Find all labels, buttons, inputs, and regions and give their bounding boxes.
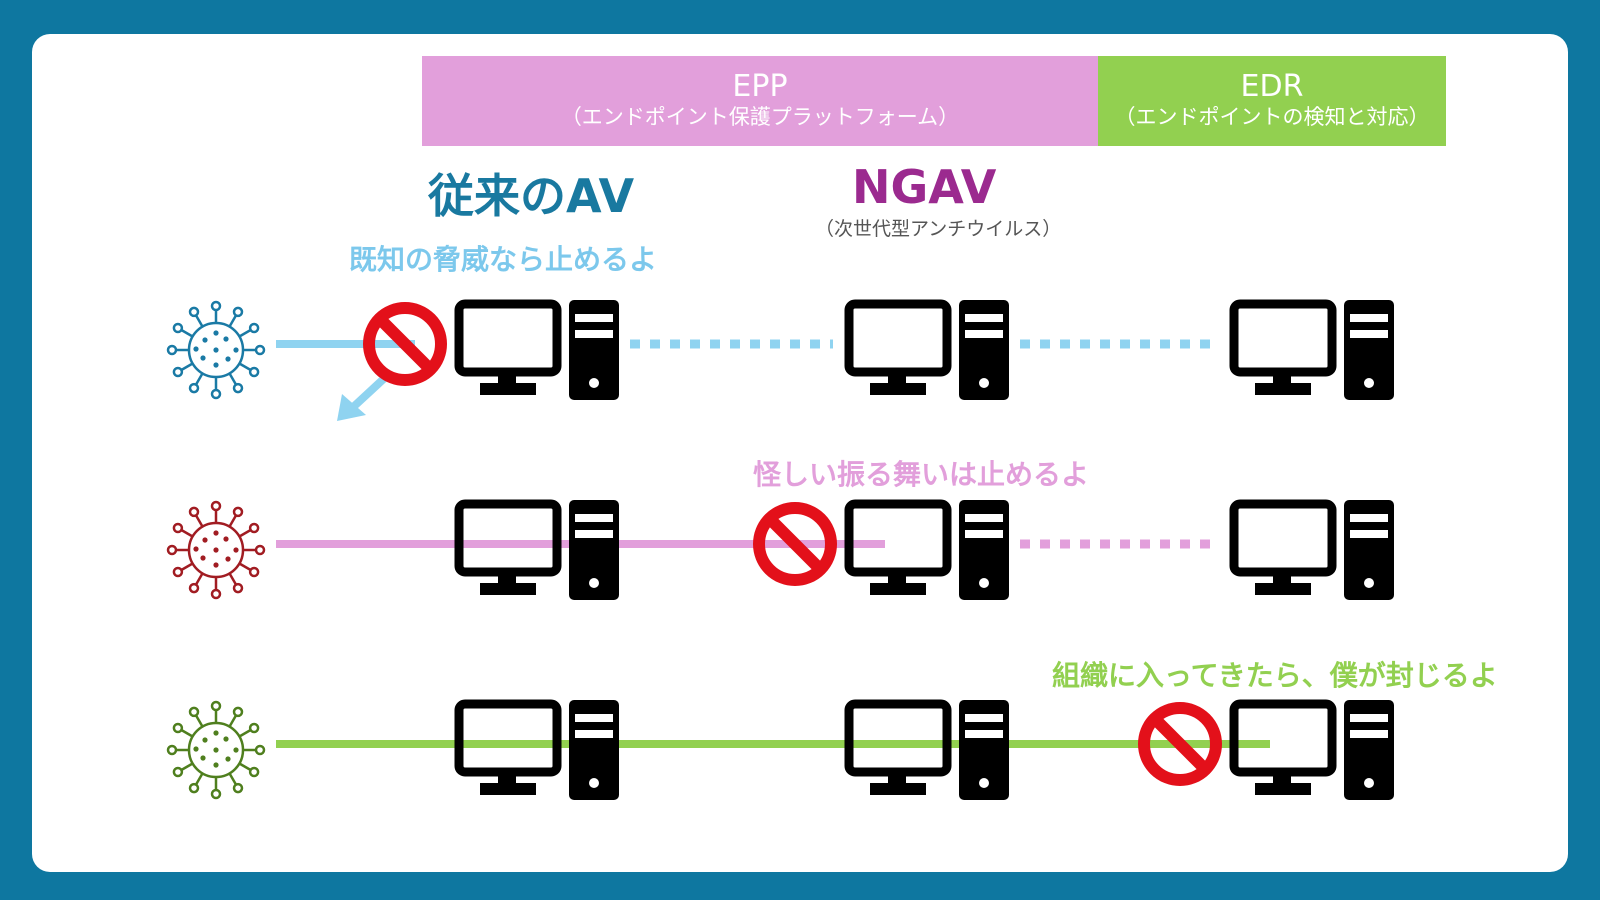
computer-icon [1229, 499, 1394, 600]
virus-icon [166, 500, 266, 600]
computer-icon [844, 699, 1009, 800]
edr-message: 組織に入ってきたら、僕が封じるよ [1052, 659, 1498, 692]
computer-icon [844, 299, 1009, 400]
prohibited-icon [1138, 702, 1222, 786]
av-message: 既知の脅威なら止めるよ [349, 243, 658, 276]
ngav-column-subtitle: （次世代型アンチウイルス） [815, 218, 1062, 240]
ngav-column-title: NGAV [852, 160, 997, 214]
edr-header-band: EDR （エンドポイントの検知と対応） [1098, 56, 1446, 146]
edr-subtitle: （エンドポイントの検知と対応） [1114, 105, 1430, 129]
computer-icon [1229, 699, 1394, 800]
deflect-arrow-head [337, 394, 366, 421]
computer-icon [454, 299, 619, 400]
computer-icon [844, 499, 1009, 600]
computer-icon [454, 699, 619, 800]
slide-card [32, 34, 1568, 872]
virus-icon [166, 300, 266, 400]
ngav-message: 怪しい振る舞いは止めるよ [753, 458, 1090, 491]
prohibited-icon [753, 502, 837, 586]
av-column-title: 従来のAV [428, 169, 635, 223]
epp-title: EPP [732, 69, 788, 104]
computer-icon [454, 499, 619, 600]
epp-header-band: EPP （エンドポイント保護プラットフォーム） [422, 56, 1098, 146]
edr-title: EDR [1240, 69, 1304, 104]
prohibited-icon [363, 302, 447, 386]
computer-icon [1229, 299, 1394, 400]
virus-icon [166, 700, 266, 800]
epp-subtitle: （エンドポイント保護プラットフォーム） [560, 105, 960, 129]
